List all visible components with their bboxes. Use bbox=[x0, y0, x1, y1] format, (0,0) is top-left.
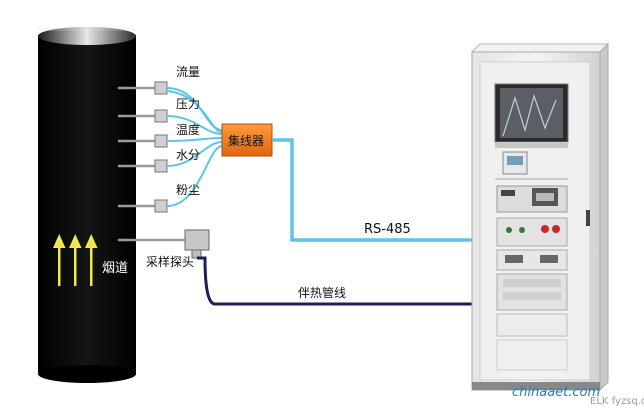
sensor-rods bbox=[118, 86, 185, 242]
watermark-brand: chinaaet.com bbox=[512, 385, 600, 400]
hub-box bbox=[221, 123, 273, 157]
pressure-label: 压力 bbox=[176, 97, 200, 111]
rs485-cable bbox=[272, 138, 472, 242]
flue-label: 烟道 bbox=[102, 261, 128, 276]
moisture-sensor-icon bbox=[154, 159, 168, 173]
temperature-label: 温度 bbox=[176, 122, 200, 137]
probe-head-icon bbox=[184, 229, 210, 259]
flow-label: 流量 bbox=[176, 65, 200, 79]
flow-arrows bbox=[53, 234, 98, 286]
hub-label: 集线器 bbox=[228, 133, 264, 148]
pressure-sensor-icon bbox=[154, 109, 168, 123]
watermark-partner: ELK fyzsq.com bbox=[590, 396, 644, 407]
analyzer-cabinet bbox=[470, 42, 610, 392]
dust-sensor-icon bbox=[154, 199, 168, 213]
sensor-cables bbox=[166, 87, 223, 207]
sensor-heads bbox=[154, 81, 168, 213]
moisture-label: 水分 bbox=[176, 148, 200, 162]
heated-line-label: 伴热管线 bbox=[298, 285, 346, 300]
dust-label: 粉尘 bbox=[176, 183, 200, 197]
flow-sensor-icon bbox=[154, 81, 168, 95]
probe-label: 采样探头 bbox=[146, 254, 194, 269]
temperature-sensor-icon bbox=[154, 134, 168, 148]
rs485-label: RS-485 bbox=[364, 222, 411, 237]
heated-line bbox=[197, 256, 472, 306]
